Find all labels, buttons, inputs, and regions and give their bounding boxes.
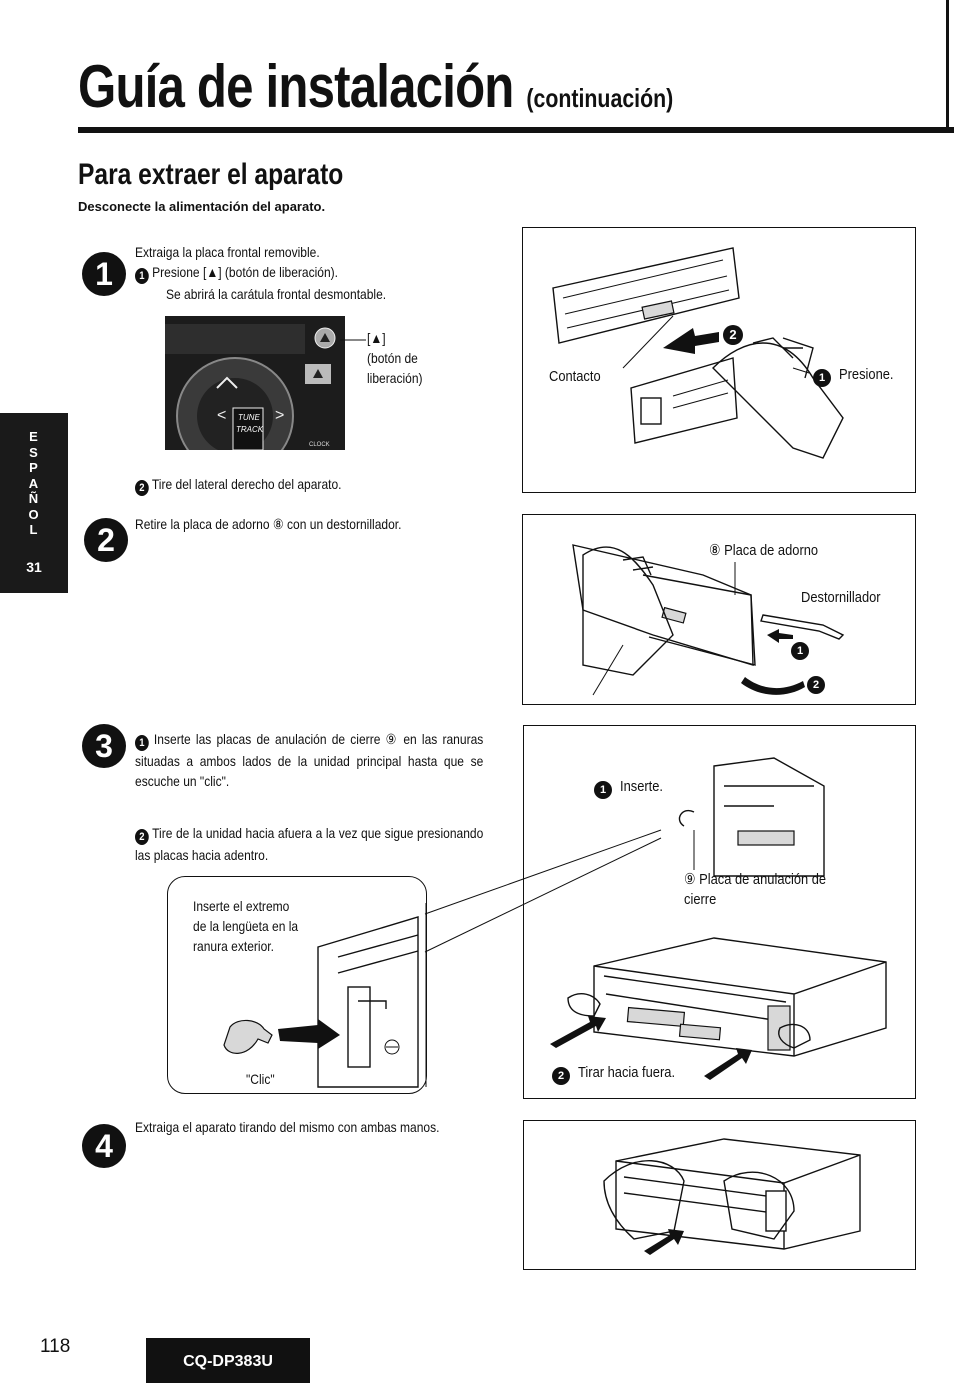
badge-1: 1 — [791, 642, 809, 660]
page-title: Guía de instalación (continuación) — [78, 52, 673, 121]
step1-text: Extraiga la placa frontal removible. 1 P… — [135, 242, 445, 304]
step1-sub1-text2: Se abrirá la carátula frontal desmontabl… — [165, 286, 387, 302]
figure-1: Contacto 2 1 Presione. — [522, 227, 916, 493]
page-title-main: Guía de instalación — [78, 53, 514, 120]
release-panel-illustration: TUNE TRACK CLOCK < > — [165, 316, 345, 450]
title-rule — [78, 127, 954, 133]
badge-1: 1 — [135, 735, 149, 751]
release-symbol: [▲] — [367, 330, 386, 346]
figure-2-illustration — [572, 544, 845, 696]
fig1-press-label: 1 Presione. — [813, 366, 903, 387]
inset-click-label: "Clic" — [246, 1071, 275, 1087]
step3-sub2: 2 Tire de la unidad hacia afuera a la ve… — [135, 823, 483, 865]
figure-3-illustration — [550, 757, 887, 1080]
step1-sub2: 2 Tire del lateral derecho del aparato. — [135, 474, 445, 496]
language-page-ref: 31 — [26, 559, 42, 575]
right-border — [946, 0, 949, 133]
figure-2: ⑧ Placa de adorno Destornillador 1 2 — [522, 514, 916, 705]
badge-2: 2 — [552, 1067, 570, 1085]
step-number-1: 1 — [82, 252, 126, 296]
figure-4 — [523, 1120, 916, 1270]
figure-1-illustration — [552, 247, 844, 459]
step3-sub1: 1 Inserte las placas de anulación de cie… — [135, 729, 483, 791]
fig3-pull-text: Tirar hacia fuera. — [578, 1064, 676, 1081]
step-number-4: 4 — [82, 1124, 126, 1168]
fig1-press-text: Presione. — [839, 366, 894, 383]
release-caption: (botón de liberación) — [367, 350, 423, 386]
letter: Ñ — [28, 491, 40, 506]
step3-sub2-text: Tire de la unidad hacia afuera a la vez … — [135, 825, 484, 863]
language-tab: E S P A Ñ O L 31 — [0, 413, 68, 593]
badge-2: 2 — [807, 676, 825, 694]
step1-sub2-text: Tire del lateral derecho del aparato. — [151, 476, 342, 492]
model-badge: CQ-DP383U — [146, 1338, 310, 1383]
step3-sub1-text: Inserte las placas de anulación de cierr… — [135, 731, 484, 789]
step3-detail-inset: Inserte el extremo de la lengüeta en la … — [167, 876, 427, 1094]
release-button-photo: TUNE TRACK CLOCK < > — [165, 316, 345, 450]
badge-2: 2 — [135, 480, 149, 496]
figure-3: 1 Inserte. ⑨ Placa de anulación de cierr… — [523, 725, 916, 1099]
letter: A — [28, 475, 40, 491]
fig1-contact-label: Contacto — [549, 368, 601, 385]
step2-text: Retire la placa de adorno ⑧ con un desto… — [135, 516, 402, 532]
fig2-screwdriver-label: Destornillador — [801, 589, 881, 606]
step1-sub1: 1 Presione [▲] (botón de liberación). — [135, 262, 445, 284]
badge-1: 1 — [135, 268, 149, 284]
fig3-insert-label: 1 Inserte. — [594, 778, 670, 799]
letter: E — [29, 429, 39, 444]
panel-clock-label: CLOCK — [309, 442, 330, 448]
step1-intro: Extraiga la placa frontal removible. — [135, 244, 320, 260]
fig2-badge-2-wrap: 2 — [807, 673, 825, 694]
release-leader-line — [340, 339, 366, 341]
fig2-badge-1-wrap: 1 — [791, 639, 809, 660]
letter: P — [29, 460, 39, 475]
inset-instruction: Inserte el extremo de la lengüeta en la … — [193, 898, 299, 954]
badge-2: 2 — [135, 829, 149, 845]
fig3-pull-label: 2 Tirar hacia fuera. — [552, 1064, 691, 1085]
section-title: Para extraer el aparato — [78, 158, 344, 191]
section-subtitle: Desconecte la alimentación del aparato. — [78, 199, 326, 214]
letter: O — [28, 506, 40, 522]
badge-1: 1 — [813, 369, 831, 387]
svg-text:>: > — [275, 407, 284, 424]
step-number-3: 3 — [82, 724, 126, 768]
fig2-trim-label: ⑧ Placa de adorno — [709, 542, 819, 559]
release-button-label: [▲] (botón de liberación) — [367, 328, 470, 388]
step-number-2: 2 — [84, 518, 128, 562]
fig1-badge-2-wrap: 2 — [723, 324, 743, 345]
step1-sub1-text: Presione [▲] (botón de liberación). — [152, 264, 339, 280]
letter: S — [29, 444, 39, 460]
badge-2: 2 — [723, 325, 743, 345]
panel-track-label: TRACK — [236, 425, 264, 434]
panel-tune-label: TUNE — [238, 413, 260, 422]
letter: L — [29, 522, 39, 537]
badge-1: 1 — [594, 781, 612, 799]
fig3-lock-plate-label: ⑨ Placa de anulación de cierre — [684, 871, 827, 908]
figure-4-illustration — [603, 1138, 861, 1255]
svg-text:<: < — [217, 407, 226, 424]
step4-text: Extraiga el aparato tirando del mismo co… — [135, 1119, 440, 1135]
fig3-insert-text: Inserte. — [620, 778, 664, 795]
language-letters: E S P A Ñ O L — [0, 429, 68, 538]
inset-leader-lines — [424, 829, 662, 953]
step3-detail-illustration — [223, 903, 427, 1088]
page-number: 118 — [40, 1336, 71, 1357]
page-title-suffix: (continuación) — [526, 83, 674, 113]
